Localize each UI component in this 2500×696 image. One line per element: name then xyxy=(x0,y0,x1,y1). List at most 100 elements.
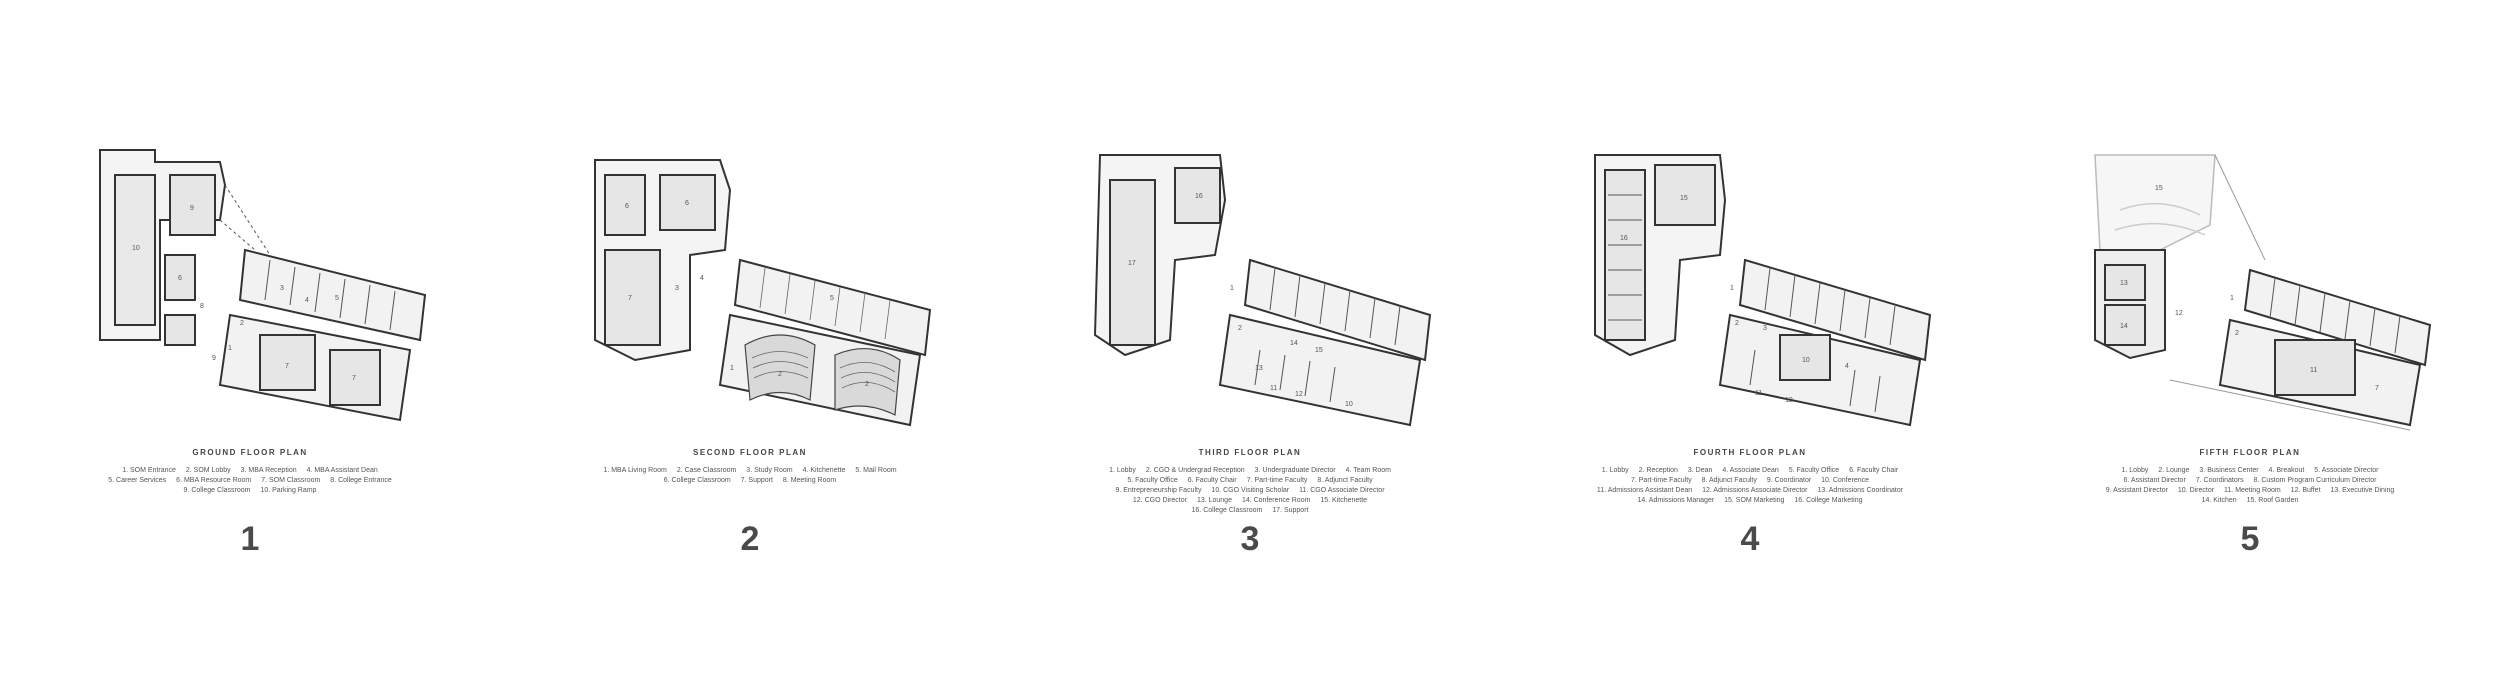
plan-label: 12 xyxy=(2175,310,2183,317)
legend-item: 6. College Classroom xyxy=(663,477,731,484)
legend-item: 2. SOM Lobby xyxy=(185,467,231,474)
legend-item: 4. Team Room xyxy=(1345,467,1391,474)
floor-number: 2 xyxy=(740,520,760,558)
legend-item: 7. Coordinators xyxy=(2195,477,2244,484)
legend-item: 9. Assistant Director xyxy=(2105,487,2168,494)
plan-label: 17 xyxy=(1128,260,1136,267)
legend-item: 6. Faculty Chair xyxy=(1187,477,1237,484)
legend-item: 2. Lounge xyxy=(2158,467,2190,474)
legend-item: 13. Admissions Coordinator xyxy=(1817,487,1904,494)
plan-label: 6 xyxy=(625,203,629,210)
plan-label: 3 xyxy=(280,285,284,292)
legend-item: 15. SOM Marketing xyxy=(1724,497,1785,504)
plan-legend: 1. Lobby 2. CGO & Undergrad Reception 3.… xyxy=(1090,466,1410,516)
legend-item: 4. MBA Assistant Dean xyxy=(306,467,378,474)
floor-plan-drawing-2: 6 6 7 3 4 1 2 2 5 xyxy=(580,140,940,440)
plan-label: 4 xyxy=(1845,363,1849,370)
plan-label: 2 xyxy=(865,381,869,388)
legend-item: 15. Kitchenette xyxy=(1320,497,1368,504)
legend-item: 14. Admissions Manager xyxy=(1637,497,1715,504)
plan-label: 6 xyxy=(178,275,182,282)
legend-item: 3. Undergraduate Director xyxy=(1254,467,1336,474)
plan-title: THIRD FLOOR PLAN xyxy=(1198,448,1302,457)
legend-item: 1. SOM Entrance xyxy=(122,467,176,474)
legend-item: 6. Assistant Director xyxy=(2123,477,2186,484)
plan-label: 15 xyxy=(1680,195,1688,202)
plan-label: 14 xyxy=(2120,323,2128,330)
plan-label: 14 xyxy=(1290,340,1298,347)
legend-item: 3. Business Center xyxy=(2199,467,2259,474)
legend-item: 12. CGO Director xyxy=(1132,497,1187,504)
legend-item: 5. Career Services xyxy=(108,477,167,484)
plan-label: 5 xyxy=(830,295,834,302)
plan-label: 2 xyxy=(1238,325,1242,332)
plan-label: 13 xyxy=(2120,280,2128,287)
plan-label: 1 xyxy=(730,365,734,372)
legend-item: 5. Faculty Office xyxy=(1127,477,1178,484)
legend-item: 14. Kitchen xyxy=(2201,497,2237,504)
legend-item: 10. Conference xyxy=(1821,477,1870,484)
plan-label: 6 xyxy=(685,200,689,207)
plan-label: 10 xyxy=(1802,357,1810,364)
legend-item: 2. Case Classroom xyxy=(676,467,737,474)
legend-item: 10. Director xyxy=(2177,487,2215,494)
legend-item: 4. Kitchenette xyxy=(802,467,846,474)
floor-number: 3 xyxy=(1240,520,1260,558)
plan-label: 2 xyxy=(778,371,782,378)
plan-label: 2 xyxy=(1735,320,1739,327)
plan-label: 8 xyxy=(200,303,204,310)
plan-label: 9 xyxy=(190,205,194,212)
plan-label: 1 xyxy=(1730,285,1734,292)
fourth-floor-plan-svg: 16 15 1 2 10 3 4 11 12 xyxy=(1594,154,1932,427)
legend-item: 1. Lobby xyxy=(1601,467,1629,474)
legend-item: 1. Lobby xyxy=(1109,467,1136,474)
legend-item: 9. Coordinator xyxy=(1766,477,1812,484)
legend-item: 7. Part-time Faculty xyxy=(1630,477,1692,484)
legend-item: 10. CGO Visiting Scholar xyxy=(1211,487,1290,494)
floor-panel-4: 16 15 1 2 10 3 4 11 12 FOURTH FLOOR PLAN… xyxy=(1500,0,2000,696)
floor-plan-drawing-5: 15 13 14 12 1 2 11 7 xyxy=(2080,140,2440,440)
floor-panel-2: 6 6 7 3 4 1 2 2 5 SECOND FLOOR PLAN 1. M… xyxy=(500,0,1000,696)
legend-item: 9. College Classroom xyxy=(183,487,251,494)
plan-label: 7 xyxy=(285,363,289,370)
legend-item: 10. Parking Ramp xyxy=(260,487,317,494)
legend-item: 5. Faculty Office xyxy=(1788,467,1840,474)
legend-item: 5. Mail Room xyxy=(855,467,897,474)
floor-plan-drawing-4: 16 15 1 2 10 3 4 11 12 xyxy=(1580,140,1940,440)
plan-label: 15 xyxy=(2155,185,2163,192)
legend-item: 6. MBA Resource Room xyxy=(176,477,252,484)
legend-item: 17. Support xyxy=(1272,507,1309,514)
plan-label: 2 xyxy=(2235,330,2239,337)
plan-label: 11 xyxy=(1755,390,1762,397)
floor-plan-drawing-3: 16 17 1 2 13 14 15 11 12 10 xyxy=(1080,140,1440,440)
floor-panel-5: 15 13 14 12 1 2 11 7 FIFTH FLOOR PLAN 1.… xyxy=(2000,0,2500,696)
plan-label: 5 xyxy=(335,295,339,302)
plan-label: 16 xyxy=(1620,235,1628,242)
plan-label: 1 xyxy=(2230,295,2234,302)
plan-label: 3 xyxy=(675,285,679,292)
legend-item: 14. Conference Room xyxy=(1241,497,1311,504)
legend-item: 12. Buffet xyxy=(2290,487,2321,494)
plan-label: 12 xyxy=(1785,397,1793,404)
plan-label: 7 xyxy=(352,375,356,382)
floor-plan-drawing-1: 10 9 6 8 5 3 4 2 1 7 7 9 xyxy=(80,140,440,440)
plan-title: SECOND FLOOR PLAN xyxy=(693,448,807,457)
plan-legend: 1. Lobby 2. Reception 3. Dean 4. Associa… xyxy=(1590,466,1910,506)
plan-label: 11 xyxy=(2310,367,2317,374)
plan-label: 4 xyxy=(700,275,704,282)
legend-item: 4. Associate Dean xyxy=(1722,467,1779,474)
floor-panel-1: 10 9 6 8 5 3 4 2 1 7 7 9 GROUND FLOOR PL… xyxy=(0,0,500,696)
plan-label: 11 xyxy=(1270,385,1277,392)
legend-item: 12. Admissions Associate Director xyxy=(1702,487,1808,494)
plan-label: 12 xyxy=(1295,391,1303,398)
legend-item: 6. Faculty Chair xyxy=(1849,467,1899,474)
legend-item: 8. Custom Program Curriculum Director xyxy=(2253,477,2377,484)
plan-label: 15 xyxy=(1315,347,1323,354)
legend-item: 16. College Marketing xyxy=(1794,497,1863,504)
legend-item: 13. Executive Dining xyxy=(2330,487,2395,494)
legend-item: 11. Admissions Assistant Dean xyxy=(1596,487,1693,494)
legend-item: 11. CGO Associate Director xyxy=(1299,487,1385,494)
ground-floor-plan-svg: 10 9 6 8 5 3 4 2 1 7 7 9 xyxy=(99,149,427,422)
plan-legend: 1. MBA Living Room 2. Case Classroom 3. … xyxy=(590,466,910,486)
plan-label: 10 xyxy=(1345,401,1353,408)
